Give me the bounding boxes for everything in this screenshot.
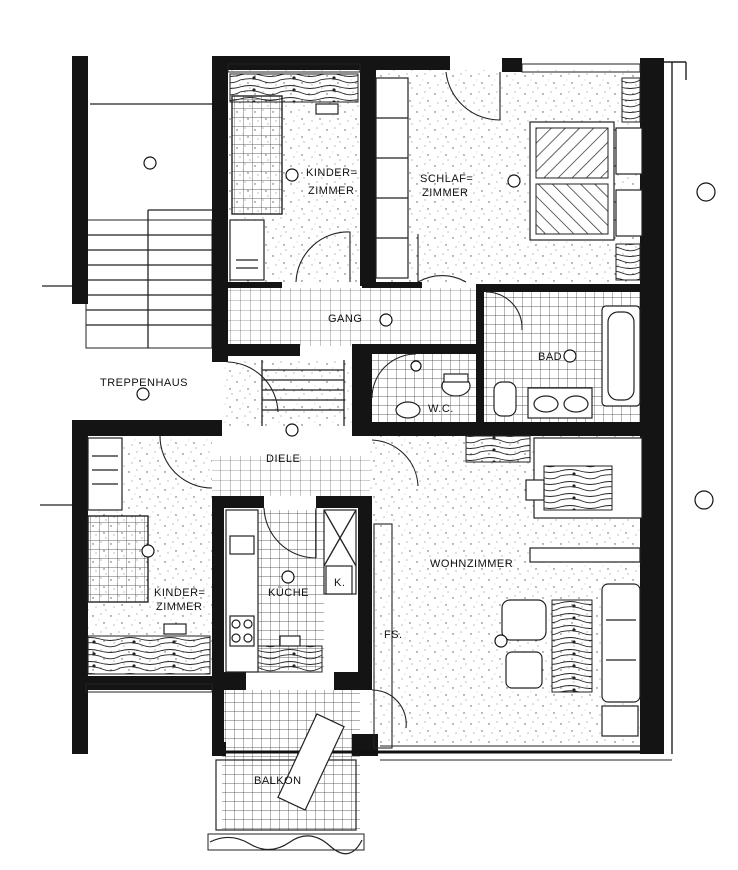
walls	[72, 56, 687, 761]
kinderzimmer-top-furniture	[229, 73, 359, 281]
kinderzimmer-bottom-label-1: KINDER=	[154, 587, 206, 599]
wc-label: W.C.	[428, 403, 454, 415]
k-label: K.	[334, 577, 345, 589]
windows	[85, 63, 641, 693]
ceiling-light-icon	[285, 168, 299, 182]
balkon-label: BALKON	[254, 775, 302, 787]
balcony	[207, 713, 365, 855]
room-labels: KINDER= ZIMMER SCHLAF= ZIMMER GANG BAD W…	[100, 167, 562, 787]
light-fixture-icons	[136, 156, 716, 648]
fs-label: FS.	[384, 629, 403, 641]
bath-furniture	[395, 305, 641, 419]
gang-label: GANG	[328, 313, 362, 325]
bad-label: BAD	[538, 351, 562, 363]
wohnzimmer-furniture	[373, 435, 643, 749]
schlafzimmer-label-1: SCHLAF=	[420, 173, 473, 185]
ceiling-light-icon	[281, 570, 295, 584]
staircase	[40, 103, 213, 506]
ceiling-light-icon	[136, 387, 150, 401]
diele-label: DIELE	[266, 453, 300, 465]
kueche-label: KÜCHE	[268, 587, 309, 599]
ceiling-light-icon	[379, 313, 393, 327]
schlafzimmer-label-2: ZIMMER	[422, 187, 468, 199]
ceiling-light-icon	[285, 423, 299, 437]
ceiling-light-icon	[141, 544, 155, 558]
ceiling-light-icon	[507, 174, 521, 188]
tiled-floors	[88, 96, 640, 830]
wohnzimmer-label: WOHNZIMMER	[430, 558, 513, 570]
doors	[159, 71, 523, 729]
kinderzimmer-top-label-2: ZIMMER	[308, 185, 354, 197]
kinderzimmer-bottom-furniture	[87, 437, 211, 675]
downspout-icon	[694, 490, 714, 510]
treppenhaus-label: TREPPENHAUS	[100, 377, 188, 389]
ceiling-light-icon	[143, 156, 157, 170]
kitchen-furniture	[225, 509, 357, 673]
kinderzimmer-top-label-1: KINDER=	[306, 167, 358, 179]
ceiling-light-icon	[563, 349, 577, 363]
ceiling-light-icon	[410, 360, 422, 372]
kinderzimmer-bottom-label-2: ZIMMER	[156, 601, 202, 613]
downspout-icon	[696, 182, 716, 202]
ceiling-light-icon	[494, 634, 508, 648]
bedroom-furniture	[375, 77, 643, 281]
